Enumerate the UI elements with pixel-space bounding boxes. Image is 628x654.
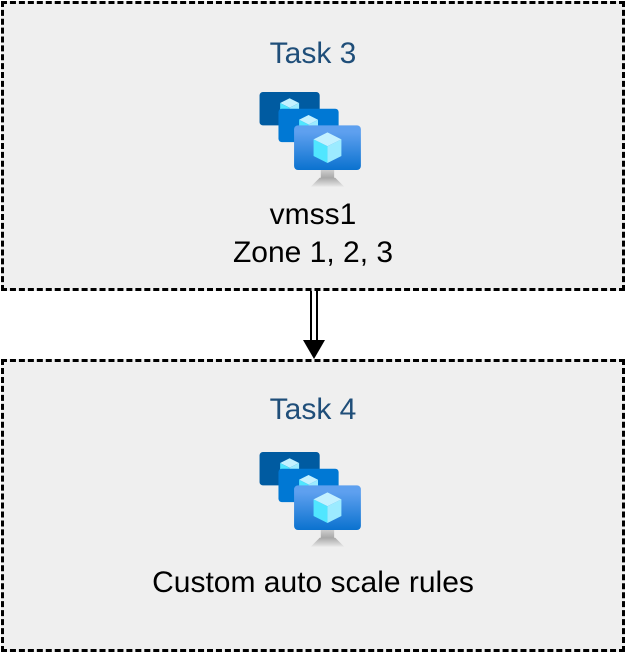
arrow-down-icon (303, 291, 325, 359)
vmss-name-label: vmss1 (269, 198, 357, 231)
autoscale-rules-label: Custom auto scale rules (152, 566, 474, 599)
vm-scale-sets-icon (257, 452, 369, 550)
task4-caption: Custom auto scale rules (152, 564, 474, 602)
task3-box: Task 3 vmss1 Zone 1, 2, 3 (1, 1, 625, 291)
vmss-zones-label: Zone 1, 2, 3 (232, 236, 394, 269)
vm-scale-sets-icon (257, 92, 369, 190)
task4-title: Task 4 (269, 393, 357, 426)
task4-box: Task 4 Custom auto scale rules (1, 359, 625, 652)
task3-title: Task 3 (269, 37, 357, 70)
task3-caption: vmss1 Zone 1, 2, 3 (233, 196, 393, 272)
